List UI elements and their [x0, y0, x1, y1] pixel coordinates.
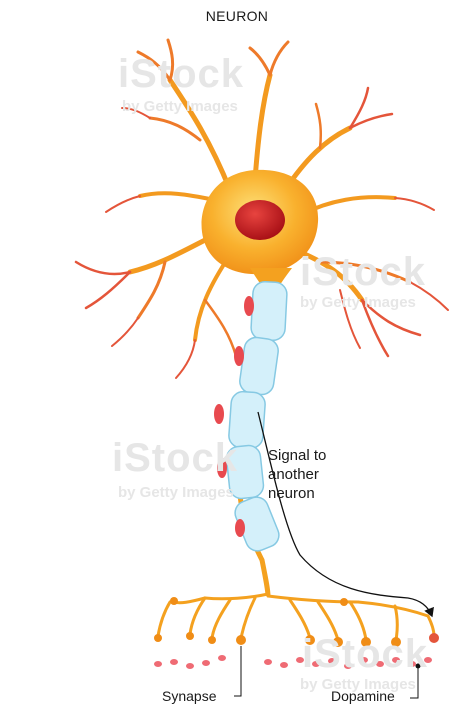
signal-label-line: neuron [268, 484, 326, 503]
synapse-label: Synapse [162, 688, 216, 704]
diagram-title: NEURON [0, 8, 474, 24]
dopamine-leader-line [410, 666, 418, 698]
nucleus [235, 200, 285, 240]
dopamine-label: Dopamine [331, 688, 395, 704]
dopamine-pointer-dot [416, 664, 421, 669]
signal-label: Signal to another neuron [268, 446, 326, 503]
signal-label-line: another [268, 465, 326, 484]
synapse-leader-line [234, 646, 241, 696]
myelin-sheath [225, 281, 287, 554]
signal-arrow [258, 412, 432, 616]
signal-label-line: Signal to [268, 446, 326, 465]
axon-terminals [158, 594, 434, 640]
dopamine-molecules [154, 655, 432, 669]
